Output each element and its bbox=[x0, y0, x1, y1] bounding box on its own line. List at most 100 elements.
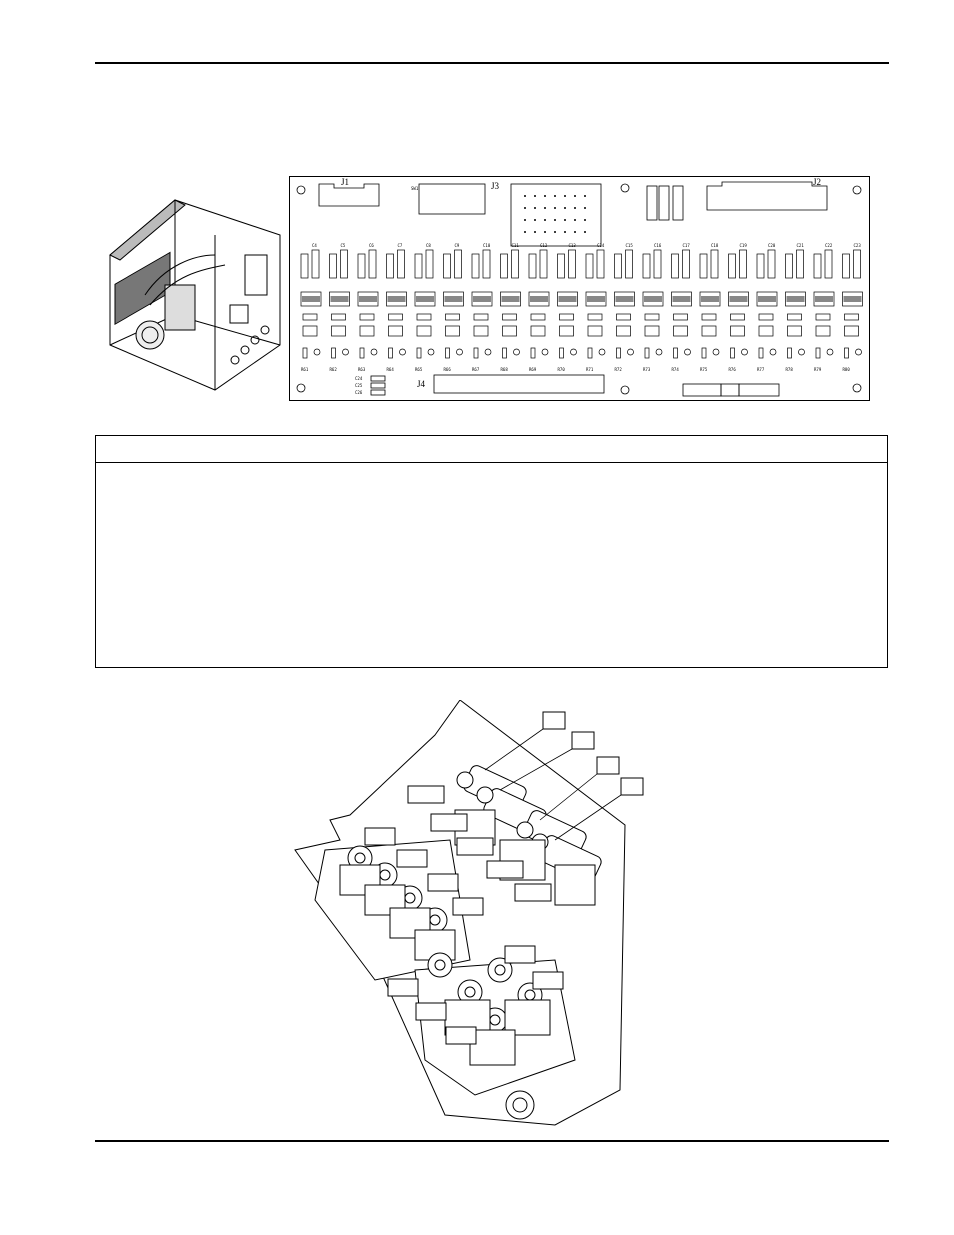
pcb-led-body bbox=[730, 347, 735, 359]
pcb-diode-body bbox=[587, 313, 603, 321]
pcb-resistor-label: R71 bbox=[586, 367, 594, 372]
pcb-diode-body bbox=[787, 313, 802, 321]
pcb-diode-body bbox=[616, 313, 631, 321]
pcb-testpoint bbox=[370, 348, 378, 356]
pcb-resistor-body bbox=[329, 253, 337, 279]
pcb-led-body bbox=[758, 347, 764, 359]
pcb-capacitor-body bbox=[625, 249, 633, 279]
pcb-resistor-label: R67 bbox=[472, 367, 480, 372]
pcb-capacitor-body bbox=[596, 249, 605, 279]
pcb-testpoint bbox=[484, 348, 492, 356]
pcb-capacitor-body bbox=[397, 249, 405, 279]
pcb-ic-body bbox=[730, 325, 745, 337]
pcb-ic-body bbox=[815, 325, 831, 337]
pcb-resistor-body bbox=[699, 253, 708, 279]
pcb-relay-band bbox=[416, 296, 434, 302]
pcb-led-body bbox=[445, 347, 450, 359]
pcb-resistor-label: R72 bbox=[615, 367, 623, 372]
pcb-resistor-body bbox=[471, 253, 480, 279]
pcb-testpoint bbox=[712, 348, 720, 356]
pcb-resistor-body bbox=[357, 253, 366, 279]
pcb-diode-body bbox=[331, 313, 346, 321]
pcb-resistor-label: R66 bbox=[444, 367, 452, 372]
pcb-resistor-body bbox=[528, 253, 537, 279]
pcb-led-body bbox=[530, 347, 536, 359]
pcb-relay-band bbox=[387, 296, 406, 302]
pcb-resistor-body bbox=[500, 253, 508, 279]
pcb-testpoint bbox=[826, 348, 834, 356]
pcb-capacitor-label: C13 bbox=[569, 243, 577, 248]
pcb-ic-body bbox=[302, 325, 318, 337]
pcb-capacitor-label: C20 bbox=[768, 243, 776, 248]
pcb-relay-band bbox=[359, 296, 377, 302]
pcb-led-body bbox=[388, 347, 393, 359]
pcb-resistor-body bbox=[614, 253, 622, 279]
pcb-diode-body bbox=[815, 313, 831, 321]
pcb-led-body bbox=[587, 347, 593, 359]
pcb-ic-body bbox=[416, 325, 432, 337]
pcb-capacitor-label: C17 bbox=[683, 243, 691, 248]
pcb-ic-body bbox=[530, 325, 546, 337]
pcb-j4-label: J4 bbox=[417, 379, 426, 389]
pcb-testpoint bbox=[456, 348, 463, 356]
pcb-resistor-label: R79 bbox=[814, 367, 822, 372]
pcb-relay-band bbox=[615, 296, 634, 302]
pcb-capacitor-label: C14 bbox=[597, 243, 605, 248]
pcb-ic-body bbox=[587, 325, 603, 337]
pcb-ic-body bbox=[758, 325, 774, 337]
pcb-testpoint bbox=[427, 348, 435, 356]
pcb-diode-body bbox=[359, 313, 375, 321]
pcb-capacitor-label: C11 bbox=[512, 243, 520, 248]
pcb-resistor-label: R78 bbox=[786, 367, 794, 372]
pcb-diode-body bbox=[701, 313, 717, 321]
pcb-ic-body bbox=[502, 325, 517, 337]
pcb-component-rows: C4R61C5R62C6R63C7R64C8R65C9R66C10R67C11R… bbox=[300, 243, 863, 372]
pcb-testpoint bbox=[741, 348, 748, 356]
pcb-capacitor-body bbox=[511, 249, 519, 279]
pcb-capacitor-label: C16 bbox=[654, 243, 662, 248]
pcb-resistor-label: R74 bbox=[672, 367, 680, 372]
pcb-testpoint bbox=[570, 348, 577, 356]
pcb-diode-body bbox=[445, 313, 460, 321]
pcb-capacitor-body bbox=[682, 249, 690, 279]
pcb-capacitor-label: C22 bbox=[825, 243, 833, 248]
pcb-led-body bbox=[416, 347, 422, 359]
pcb-relay-band bbox=[729, 296, 748, 302]
pcb-sw-label: SW1 bbox=[411, 186, 419, 191]
pcb-ic-body bbox=[616, 325, 631, 337]
pcb-led-body bbox=[559, 347, 564, 359]
pcb-capacitor-label: C21 bbox=[797, 243, 805, 248]
pcb-relay-band bbox=[758, 296, 776, 302]
pcb-ic-body bbox=[473, 325, 489, 337]
footer-rule bbox=[95, 1140, 889, 1142]
pcb-capacitor-body bbox=[368, 249, 377, 279]
pcb-relay-band bbox=[558, 296, 577, 302]
pcb-capacitor-label: C10 bbox=[483, 243, 491, 248]
pcb-testpoint bbox=[769, 348, 777, 356]
pcb-led-body bbox=[302, 347, 308, 359]
pcb-led-body bbox=[502, 347, 507, 359]
pcb-capacitor-label: C15 bbox=[626, 243, 634, 248]
pcb-testpoint bbox=[513, 348, 520, 356]
pcb-resistor-body bbox=[756, 253, 765, 279]
pcb-diode-body bbox=[559, 313, 574, 321]
pcb-diode-body bbox=[473, 313, 489, 321]
pcb-capacitor-body bbox=[311, 249, 320, 279]
header-rule bbox=[95, 62, 889, 64]
pcb-resistor-label: R62 bbox=[330, 367, 338, 372]
pcb-diode-body bbox=[502, 313, 517, 321]
pcb-capacitor-body bbox=[482, 249, 491, 279]
pcb-testpoint bbox=[342, 348, 349, 356]
pcb-diode-body bbox=[730, 313, 745, 321]
pcb-ic-body bbox=[388, 325, 403, 337]
pcb-resistor-body bbox=[300, 253, 309, 279]
pcb-relay-band bbox=[644, 296, 662, 302]
pcb-cap-label: C25 bbox=[355, 383, 363, 388]
pcb-capacitor-label: C12 bbox=[540, 243, 548, 248]
pcb-resistor-label: R70 bbox=[558, 367, 566, 372]
pcb-capacitor-body bbox=[340, 249, 348, 279]
pcb-resistor-label: R69 bbox=[529, 367, 537, 372]
pcb-resistor-body bbox=[642, 253, 651, 279]
pcb-diode-body bbox=[388, 313, 403, 321]
